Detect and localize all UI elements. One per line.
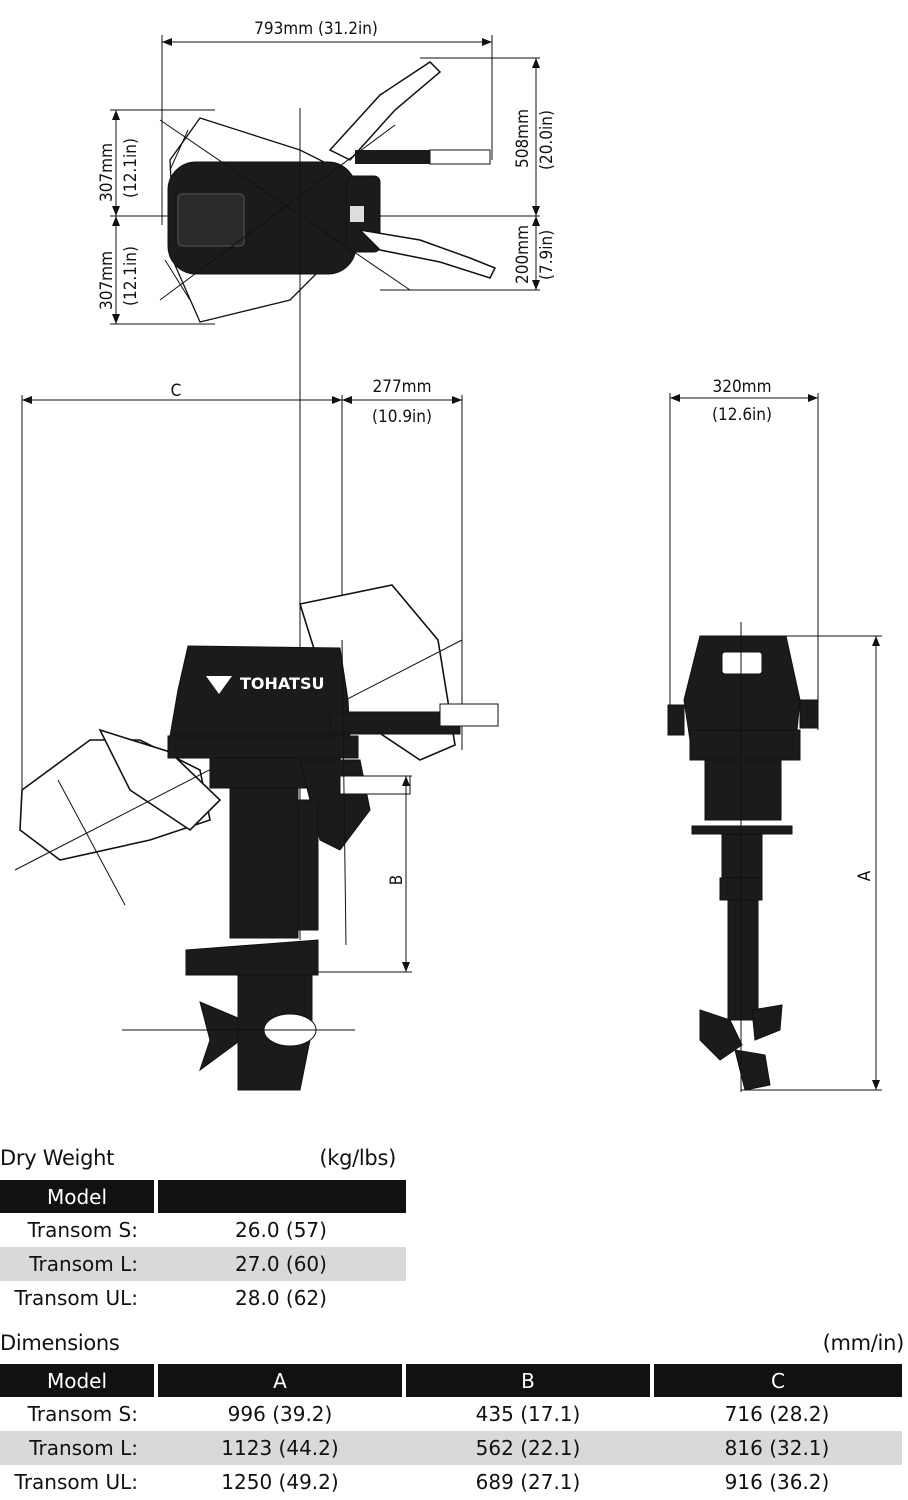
dimensions-unit: (mm/in) bbox=[822, 1331, 905, 1355]
column-header: Model bbox=[0, 1180, 158, 1213]
model-cell: Transom UL: bbox=[14, 1286, 138, 1310]
c-cell: 816 (32.1) bbox=[652, 1431, 902, 1465]
a-label: A bbox=[855, 870, 875, 881]
table-row: Transom UL: 1250 (49.2) 689 (27.1) 916 (… bbox=[0, 1465, 902, 1499]
a-cell: 1250 (49.2) bbox=[221, 1470, 339, 1494]
value-cell: 28.0 (62) bbox=[235, 1286, 327, 1310]
b-cell: 435 (17.1) bbox=[475, 1402, 581, 1426]
left-upper-in: (12.1in) bbox=[121, 138, 141, 198]
table-row: Transom UL: 28.0 (62) bbox=[0, 1281, 406, 1315]
column-header: B bbox=[404, 1364, 654, 1397]
b-cell: 562 (22.1) bbox=[404, 1431, 652, 1465]
model-cell: Transom S: bbox=[27, 1402, 138, 1426]
width-mm-label: 320mm bbox=[713, 377, 772, 397]
column-header bbox=[156, 1180, 406, 1213]
a-cell: 996 (39.2) bbox=[227, 1402, 333, 1426]
right-upper-in: (20.0in) bbox=[537, 110, 557, 170]
tilt-mm-label: 277mm bbox=[373, 377, 432, 397]
brand-logo: TOHATSU bbox=[206, 674, 324, 694]
dry-weight-heading: Dry Weight (kg/lbs) bbox=[0, 1146, 404, 1170]
c-cell: 716 (28.2) bbox=[724, 1402, 830, 1426]
tilt-in-label: (10.9in) bbox=[372, 407, 432, 427]
left-lower-in: (12.1in) bbox=[121, 246, 141, 306]
a-cell: 1123 (44.2) bbox=[156, 1431, 404, 1465]
model-cell: Transom UL: bbox=[14, 1470, 138, 1494]
b-label: B bbox=[387, 875, 407, 886]
dimensions-table: Model A B C Transom S: 996 (39.2) 435 (1… bbox=[0, 1364, 902, 1499]
table-row: Transom L: 1123 (44.2) 562 (22.1) 816 (3… bbox=[0, 1431, 902, 1465]
side-view: C 277mm (10.9in) TOHATSU bbox=[14, 377, 499, 1091]
model-cell: Transom L: bbox=[0, 1431, 156, 1465]
dry-weight-title: Dry Weight bbox=[0, 1146, 115, 1170]
model-cell: Transom L: bbox=[0, 1247, 156, 1281]
table-row: Transom L: 27.0 (60) bbox=[0, 1247, 406, 1281]
b-cell: 689 (27.1) bbox=[475, 1470, 581, 1494]
left-upper-mm: 307mm bbox=[97, 143, 117, 202]
dry-weight-unit: (kg/lbs) bbox=[319, 1146, 396, 1170]
dimensions-heading: Dimensions (mm/in) bbox=[0, 1331, 906, 1355]
right-lower-mm: 200mm bbox=[513, 225, 533, 284]
column-header: C bbox=[652, 1364, 902, 1397]
top-width-label: 793mm (31.2in) bbox=[254, 19, 378, 39]
width-in-label: (12.6in) bbox=[712, 405, 772, 425]
column-header: Model bbox=[0, 1364, 158, 1397]
value-cell: 26.0 (57) bbox=[235, 1218, 327, 1242]
top-view: 793mm (31.2in) 508mm (20.0in) 200mm (7.9… bbox=[97, 19, 557, 940]
table-row: Transom S: 26.0 (57) bbox=[0, 1213, 406, 1247]
column-header: A bbox=[156, 1364, 406, 1397]
table-header-row: Model bbox=[0, 1180, 406, 1213]
table-header-row: Model A B C bbox=[0, 1364, 902, 1397]
right-upper-mm: 508mm bbox=[513, 109, 533, 168]
dimension-diagram: 793mm (31.2in) 508mm (20.0in) 200mm (7.9… bbox=[14, 19, 882, 1092]
dimensions-title: Dimensions bbox=[0, 1331, 120, 1355]
table-row: Transom S: 996 (39.2) 435 (17.1) 716 (28… bbox=[0, 1397, 902, 1431]
dry-weight-table: Model Transom S: 26.0 (57) Transom L: 27… bbox=[0, 1180, 406, 1315]
value-cell: 27.0 (60) bbox=[156, 1247, 406, 1281]
front-view: 320mm (12.6in) A bbox=[667, 377, 882, 1092]
left-lower-mm: 307mm bbox=[97, 251, 117, 310]
model-cell: Transom S: bbox=[27, 1218, 138, 1242]
c-label: C bbox=[171, 381, 182, 401]
right-lower-in: (7.9in) bbox=[537, 230, 557, 280]
brand-text: TOHATSU bbox=[240, 674, 324, 693]
c-cell: 916 (36.2) bbox=[724, 1470, 830, 1494]
